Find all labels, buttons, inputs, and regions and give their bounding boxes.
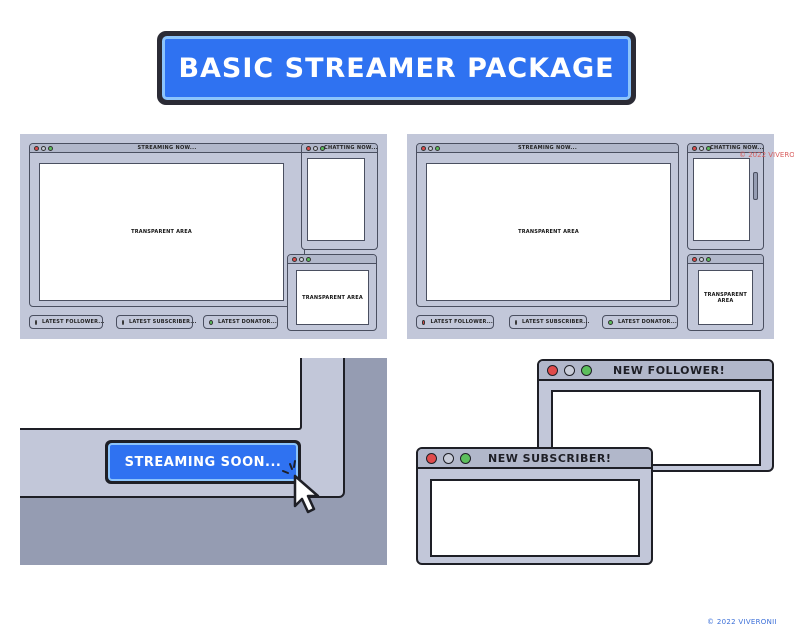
camera-area: TRANSPARENT AREA (296, 270, 369, 325)
transparent-area-label: TRANSPARENT AREA (703, 291, 748, 304)
window-title: CHATTING NOW... (710, 145, 764, 151)
title-banner-inner: BASIC STREAMER PACKAGE (162, 36, 631, 100)
pill-label: LATEST FOLLOWER... (42, 319, 105, 325)
status-dot-icon (209, 319, 213, 325)
minimize-dot-icon (428, 146, 433, 151)
camera-window: TRANSPARENT AREA (687, 254, 764, 331)
close-dot-icon (421, 146, 426, 151)
alert-titlebar: NEW FOLLOWER! (539, 361, 772, 381)
minimize-dot-icon (699, 257, 704, 262)
new-subscriber-alert: NEW SUBSCRIBER! (416, 447, 653, 565)
chat-window: CHATTING NOW... (687, 143, 764, 250)
maximize-dot-icon (320, 146, 325, 151)
pill-label: LATEST SUBSCRIBER... (129, 319, 197, 325)
alert-title: NEW FOLLOWER! (613, 364, 726, 377)
latest-subscriber-pill: LATEST SUBSCRIBER... (509, 315, 590, 329)
close-dot-icon (34, 146, 39, 151)
latest-donator-pill: LATEST DONATOR... (602, 315, 678, 329)
close-dot-icon (547, 365, 558, 376)
maximize-dot-icon (460, 453, 471, 464)
new-follower-alert: NEW FOLLOWER! (537, 359, 774, 472)
stream-window: STREAMING NOW... TRANSPARENT AREA (29, 143, 305, 307)
window-titlebar (288, 255, 376, 264)
camera-area: TRANSPARENT AREA (698, 270, 753, 325)
transparent-area: TRANSPARENT AREA (426, 163, 671, 301)
chat-window: CHATTING NOW... (301, 143, 378, 250)
status-dot-icon (422, 319, 426, 325)
status-dot-icon (608, 319, 613, 325)
layout-a-panel: STREAMING NOW... TRANSPARENT AREA CHATTI… (20, 134, 387, 339)
minimize-dot-icon (41, 146, 46, 151)
latest-follower-pill: LATEST FOLLOWER... (29, 315, 105, 329)
chat-area (693, 158, 750, 241)
stream-window: STREAMING NOW... TRANSPARENT AREA (416, 143, 679, 307)
status-dot-icon (122, 319, 124, 325)
layout-b-panel: STREAMING NOW... TRANSPARENT AREA CHATTI… (407, 134, 794, 339)
window-title: STREAMING NOW... (137, 145, 197, 151)
alert-title: NEW SUBSCRIBER! (488, 452, 612, 465)
minimize-dot-icon (299, 257, 304, 262)
minimize-dot-icon (443, 453, 454, 464)
close-dot-icon (306, 146, 311, 151)
camera-window: TRANSPARENT AREA (287, 254, 377, 331)
streaming-soon-label: STREAMING SOON... (124, 454, 282, 470)
minimize-dot-icon (313, 146, 318, 151)
soon-screen (20, 358, 302, 430)
copyright: © 2022 VIVERONII (707, 618, 777, 626)
status-dot-icon (515, 319, 517, 325)
maximize-dot-icon (706, 146, 711, 151)
transparent-area-label: TRANSPARENT AREA (302, 294, 363, 301)
maximize-dot-icon (306, 257, 311, 262)
pill-label: LATEST FOLLOWER... (430, 319, 493, 325)
alert-content-area (430, 479, 640, 557)
window-titlebar: CHATTING NOW... (302, 144, 378, 153)
maximize-dot-icon (48, 146, 53, 151)
transparent-area: TRANSPARENT AREA (39, 163, 284, 301)
close-dot-icon (692, 146, 697, 151)
maximize-dot-icon (435, 146, 440, 151)
close-dot-icon (692, 257, 697, 262)
status-dot-icon (35, 319, 37, 325)
streaming-soon-button[interactable]: STREAMING SOON... (105, 440, 301, 484)
cursor-icon (282, 460, 320, 514)
pill-label: LATEST DONATOR... (217, 319, 277, 325)
minimize-dot-icon (699, 146, 704, 151)
latest-subscriber-pill: LATEST SUBSCRIBER... (116, 315, 196, 329)
page-title: BASIC STREAMER PACKAGE (178, 52, 615, 84)
window-titlebar (688, 255, 763, 264)
streaming-soon-panel: STREAMING SOON... (20, 358, 387, 565)
window-titlebar: CHATTING NOW... (688, 144, 764, 153)
chat-scrollbar[interactable] (753, 172, 758, 200)
transparent-area-label: TRANSPARENT AREA (518, 229, 579, 235)
chat-area (307, 158, 365, 241)
alert-titlebar: NEW SUBSCRIBER! (418, 449, 651, 469)
window-titlebar: STREAMING NOW... (30, 144, 304, 153)
latest-donator-pill: LATEST DONATOR... (203, 315, 278, 329)
close-dot-icon (292, 257, 297, 262)
pill-label: LATEST SUBSCRIBER... (522, 319, 590, 325)
close-dot-icon (426, 453, 437, 464)
pill-label: LATEST DONATOR... (617, 319, 677, 325)
window-titlebar: STREAMING NOW... (417, 144, 678, 153)
title-banner: BASIC STREAMER PACKAGE (157, 31, 636, 105)
maximize-dot-icon (706, 257, 711, 262)
window-title: STREAMING NOW... (517, 145, 578, 151)
watermark: © 2022 VIVERO (739, 151, 794, 159)
maximize-dot-icon (581, 365, 592, 376)
transparent-area-label: TRANSPARENT AREA (131, 229, 192, 235)
minimize-dot-icon (564, 365, 575, 376)
streaming-soon-button-inner: STREAMING SOON... (108, 443, 298, 481)
alert-content-area (551, 390, 761, 466)
window-title: CHATTING NOW... (324, 145, 378, 151)
latest-follower-pill: LATEST FOLLOWER... (416, 315, 494, 329)
